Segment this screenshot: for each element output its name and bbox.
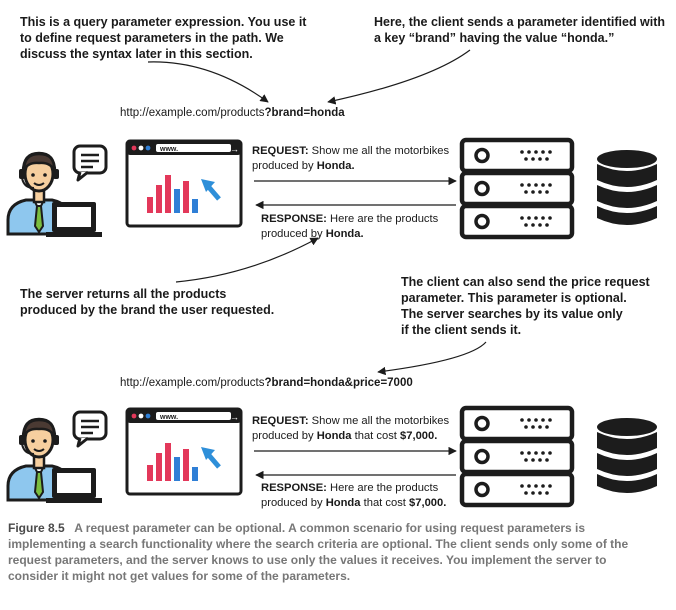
brand-value: Honda (325, 497, 361, 509)
url-base: http://example.com/products (120, 107, 265, 119)
response-message-2: RESPONSE: Here are the products produced… (261, 481, 446, 511)
price-value: $7,000 (400, 430, 435, 442)
request-text: Show me all the motorbikes (308, 415, 450, 427)
request-text: produced by (252, 160, 317, 172)
note-server-returns: The server returns all the products prod… (20, 286, 274, 318)
note-line: parameter. This parameter is optional. (401, 291, 627, 305)
user-at-laptop-icon (6, 410, 108, 505)
note-line: The client can also send the price reque… (401, 275, 650, 289)
note-line: The server searches by its value only (401, 307, 623, 321)
request-message-2: REQUEST: Show me all the motorbikes prod… (252, 414, 449, 444)
request-text: Show me all the motorbikes (308, 145, 450, 157)
response-label: RESPONSE: (261, 482, 327, 494)
request-label: REQUEST: (252, 415, 309, 427)
response-text: produced by (261, 497, 326, 509)
user-at-laptop-icon (6, 144, 108, 239)
response-text: that cost (360, 497, 410, 509)
url-brand-price: http://example.com/products?brand=honda&… (120, 377, 413, 389)
caption-line: consider it might not get values for som… (8, 569, 351, 583)
price-value: $7,000 (409, 497, 444, 509)
brand-value: Honda (316, 430, 352, 442)
url-query: ?brand=honda (264, 107, 345, 119)
callout-arrow-query (147, 61, 269, 103)
note-line: Here, the client sends a parameter ident… (374, 15, 666, 29)
callout-arrow-price (377, 341, 487, 376)
note-line: if the client sends it. (401, 323, 522, 337)
callout-arrow-client (327, 49, 471, 105)
note-line: to define request parameters in the path… (20, 31, 284, 45)
url-brand: http://example.com/products?brand=honda (120, 107, 345, 119)
url-base: http://example.com/products (120, 377, 265, 389)
note-line: This is a query parameter expression. Yo… (20, 15, 307, 29)
server-rack-icon (462, 408, 572, 505)
figure-number: Figure 8.5 (8, 521, 65, 535)
caption-line: request parameters, and the server knows… (8, 553, 607, 567)
response-text: Here are the products (326, 482, 439, 494)
note-client-sends: Here, the client sends a parameter ident… (374, 14, 665, 46)
database-icon (597, 418, 657, 493)
request-text: produced by (252, 430, 317, 442)
caption-line: implementing a search functionality wher… (8, 537, 629, 551)
brand-value: Honda (316, 160, 352, 172)
note-line: produced by the brand the user requested… (20, 303, 275, 317)
response-text: produced by (261, 228, 326, 240)
period: . (351, 160, 355, 172)
response-label: RESPONSE: (261, 213, 327, 225)
caption-line: A request parameter can be optional. A c… (64, 521, 586, 535)
note-line: discuss the syntax later in this section… (20, 47, 253, 61)
note-price-optional: The client can also send the price reque… (401, 274, 650, 338)
browser-chart-icon (127, 409, 241, 494)
period: . (434, 430, 438, 442)
note-line: a key “brand” having the value “honda.” (374, 31, 615, 45)
response-text: Here are the products (326, 213, 439, 225)
brand-value: Honda (325, 228, 361, 240)
response-message-1: RESPONSE: Here are the products produced… (261, 212, 438, 242)
request-label: REQUEST: (252, 145, 309, 157)
callout-arrow-server (175, 237, 319, 283)
request-message-1: REQUEST: Show me all the motorbikes prod… (252, 144, 449, 174)
note-query-parameter: This is a query parameter expression. Yo… (20, 14, 306, 62)
url-query: ?brand=honda&price=7000 (264, 377, 413, 389)
database-icon (597, 150, 657, 225)
browser-chart-icon (127, 141, 241, 226)
note-line: The server returns all the products (20, 287, 227, 301)
server-rack-icon (462, 140, 572, 237)
request-text: that cost (351, 430, 401, 442)
period: . (360, 228, 364, 240)
figure-caption: Figure 8.5 A request parameter can be op… (8, 520, 670, 584)
period: . (443, 497, 447, 509)
